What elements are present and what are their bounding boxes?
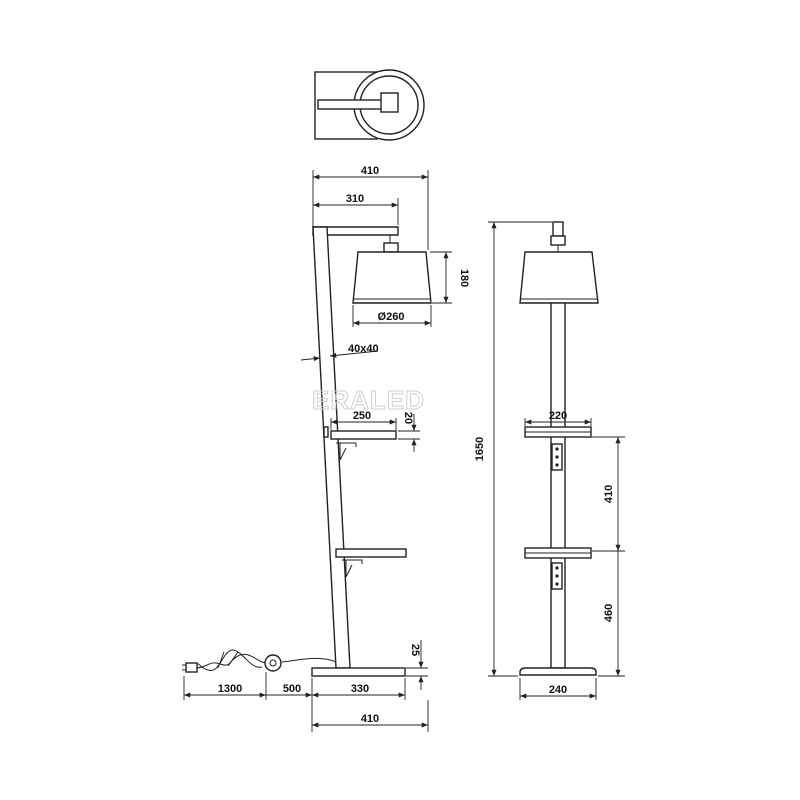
side-view (182, 226, 432, 677)
dim-shelf-thickness: 20 (402, 412, 414, 424)
dim-shelf-spacing: 410 (603, 485, 615, 503)
front-socket-top (552, 221, 564, 237)
front-view (519, 221, 599, 676)
side-foot-switch-center (269, 659, 277, 667)
top-view-arm (317, 99, 391, 110)
dim-shade-diameter: Ø260 (378, 311, 405, 323)
side-plug (185, 662, 198, 673)
dim-base-height: 25 (409, 644, 421, 656)
dim-width-total: 410 (361, 165, 379, 177)
watermark: ERALED (312, 385, 425, 415)
top-view (314, 69, 425, 141)
dim-shelf-width-front: 220 (549, 410, 567, 422)
side-lamp-shade (352, 251, 432, 304)
front-post (550, 302, 566, 669)
dim-cable-to-switch: 500 (283, 683, 301, 695)
dim-total-height: 1650 (474, 437, 486, 461)
front-lamp-shade (519, 251, 599, 304)
side-coiled-cable-c (217, 651, 239, 669)
side-cable (281, 657, 337, 663)
front-base (519, 667, 597, 676)
dim-shade-height: 180 (458, 269, 470, 287)
dim-shelf-width-side: 250 (353, 410, 371, 422)
dim-base-width-front: 240 (549, 684, 567, 696)
side-foot-switch (264, 654, 282, 672)
side-upper-bracket (336, 442, 357, 461)
dimension-labels: 410 310 180 Ø260 40x40 250 20 25 1300 50… (218, 165, 615, 725)
side-upper-shelf (330, 430, 397, 440)
side-base (311, 667, 406, 677)
side-lower-bracket (342, 559, 363, 578)
dim-lower-shelf-height: 460 (603, 604, 615, 622)
dim-post-section: 40x40 (348, 343, 379, 355)
dimension-lines (183, 170, 625, 732)
dim-cable-length: 1300 (218, 683, 242, 695)
front-socket (550, 235, 566, 246)
side-post (312, 226, 351, 669)
dim-arm-width: 310 (346, 193, 364, 205)
dim-line-post-section (329, 350, 379, 358)
side-shelf-clip (323, 426, 329, 438)
dim-footprint-width: 410 (361, 713, 379, 725)
side-coiled-cable-b (195, 649, 263, 671)
side-lower-shelf (335, 548, 407, 558)
side-socket (383, 242, 399, 253)
dim-base-width-side: 330 (351, 683, 369, 695)
top-view-socket (380, 92, 399, 113)
